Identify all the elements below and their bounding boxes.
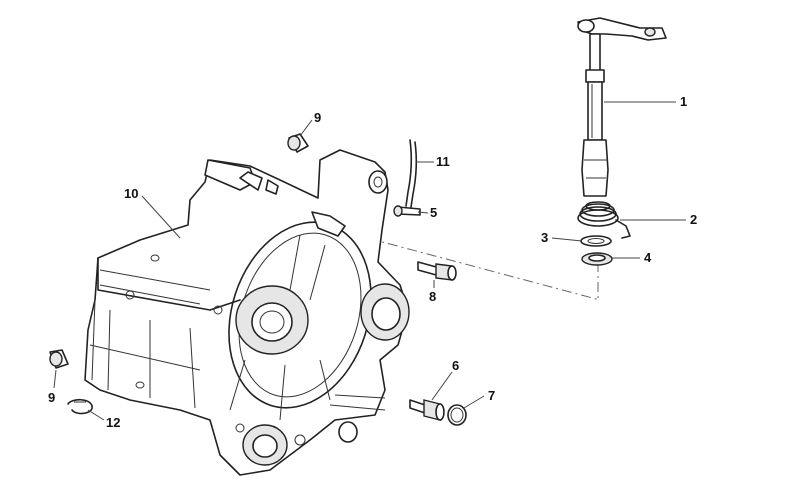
callout-11: 11 (436, 154, 450, 169)
crankcase-half (84, 149, 410, 476)
callout-6: 6 (452, 358, 459, 373)
bolt-m8 (417, 261, 457, 281)
leader-3 (551, 237, 583, 242)
callout-10: 10 (124, 186, 138, 201)
leader-9a (299, 119, 313, 137)
bolt-m6 (409, 399, 445, 421)
leader-10 (141, 195, 181, 239)
callout-9-lower: 9 (48, 390, 55, 405)
callout-7: 7 (488, 388, 495, 403)
leader-7 (463, 395, 485, 409)
callout-12: 12 (106, 415, 120, 430)
leader-12 (87, 409, 105, 421)
dowel-pin-lower (49, 349, 69, 369)
callout-4: 4 (644, 250, 652, 265)
callout-5: 5 (430, 205, 437, 220)
dowel-pin-upper (287, 133, 309, 153)
breather-tube (405, 139, 418, 208)
callout-3: 3 (541, 230, 548, 245)
callout-1: 1 (680, 94, 687, 109)
callout-9-upper: 9 (314, 110, 321, 125)
thrust-washer (580, 235, 612, 247)
oil-seal (581, 252, 613, 266)
callout-2: 2 (690, 212, 697, 227)
kickstart-shaft (577, 17, 667, 197)
o-ring (447, 404, 467, 426)
leader-5 (417, 211, 429, 214)
return-spring (577, 201, 631, 239)
leader-6 (431, 371, 453, 401)
callout-8: 8 (429, 289, 436, 304)
leader-9b (53, 369, 57, 389)
hose-fitting (393, 205, 421, 217)
hose-clip (67, 398, 93, 415)
